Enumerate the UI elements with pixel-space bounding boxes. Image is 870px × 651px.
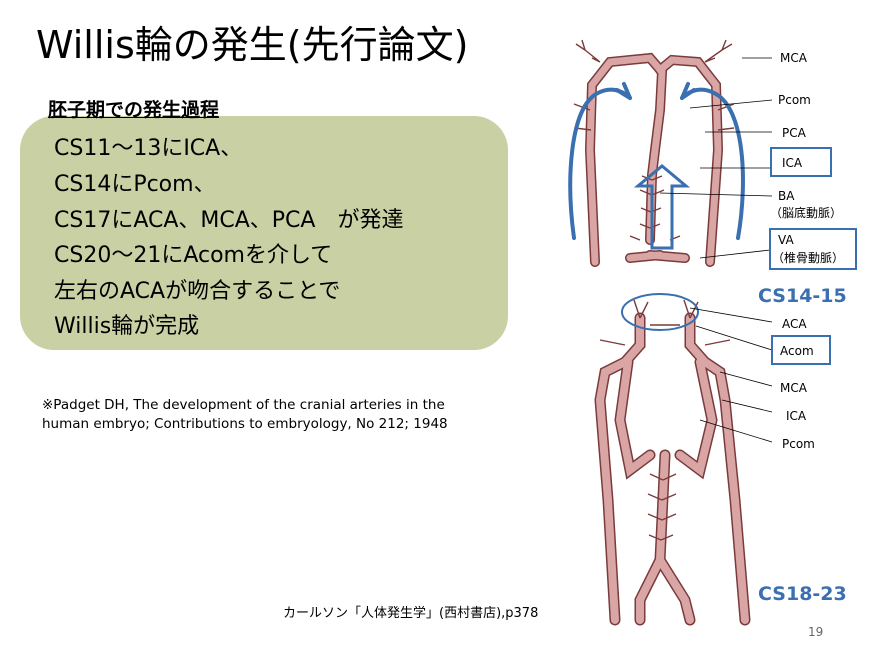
- label-va-ja: （椎骨動脈）: [772, 250, 844, 265]
- stage-label-bottom: CS18-23: [758, 583, 847, 605]
- stage-label-top: CS14-15: [758, 285, 847, 307]
- label-ba-ja: （脳底動脈）: [770, 205, 842, 220]
- label-pca: PCA: [782, 126, 807, 140]
- arrowhead-left: [615, 82, 632, 100]
- diagram-cs18-23: ACA Acom MCA ICA Pcom CS18-23: [594, 293, 847, 626]
- arrowhead-right: [680, 82, 696, 100]
- label-ba: BA: [778, 189, 795, 203]
- label-pcom: Pcom: [778, 93, 811, 107]
- vessels-bottom: [595, 314, 749, 624]
- label-va: VA: [778, 233, 794, 247]
- summary-line: 左右のACAが吻合することで: [54, 279, 341, 304]
- acom-highlight-box: [771, 335, 831, 365]
- label-ica-bottom: ICA: [786, 409, 807, 423]
- diagram-cs14-15: MCA Pcom PCA ICA BA （脳底動脈） VA （椎骨動脈） CS1…: [553, 30, 857, 307]
- acom-highlight-ellipse: [621, 293, 699, 331]
- leader-lines-bottom: [689, 307, 773, 443]
- summary-line: Willis輪が完成: [54, 314, 200, 339]
- page-number: 19: [808, 625, 824, 639]
- annotations-top: [568, 82, 745, 250]
- reference-line: human embryo; Contributions to embryolog…: [42, 416, 448, 432]
- label-mca-bottom: MCA: [780, 381, 808, 395]
- subheading: 胚子期での発生過程: [48, 99, 220, 121]
- summary-line: CS20〜21にAcomを介して: [54, 243, 333, 268]
- up-arrow-outline: [633, 164, 691, 250]
- figure-credit: カールソン「人体発生学」(西村書店),p378: [283, 606, 539, 621]
- reference-line: ※Padget DH, The development of the crani…: [42, 397, 445, 413]
- label-mca: MCA: [780, 51, 808, 65]
- branches-bottom: [599, 299, 731, 541]
- va-highlight-box: [769, 228, 857, 270]
- label-acom: Acom: [780, 344, 814, 358]
- summary-line: CS14にPcom、: [54, 172, 216, 197]
- leader-lines-top: [659, 57, 773, 259]
- label-aca: ACA: [782, 317, 807, 331]
- summary-line: CS17にACA、MCA、PCA が発達: [54, 208, 404, 233]
- summary-box: CS11〜13にICA、 CS14にPcom、 CS17にACA、MCA、PCA…: [20, 116, 508, 350]
- reference: ※Padget DH, The development of the crani…: [42, 396, 482, 434]
- label-ica: ICA: [782, 156, 803, 170]
- summary-line: CS11〜13にICA、: [54, 136, 243, 161]
- label-pcom-bottom: Pcom: [782, 437, 815, 451]
- ica-highlight-box: [770, 147, 832, 177]
- slide-title: Willis輪の発生(先行論文): [36, 23, 469, 67]
